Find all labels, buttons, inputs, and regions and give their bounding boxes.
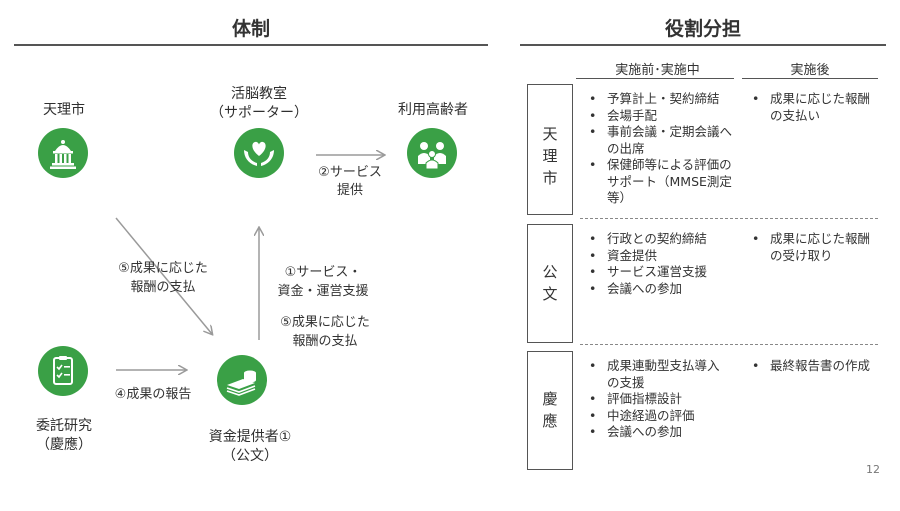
left-title-rule: [14, 44, 488, 46]
column-header-before-rule: [576, 78, 734, 79]
edge-reward-city-label-1: ⑤成果に応じた: [118, 261, 208, 276]
column-header-before: 実施前･実施中: [615, 63, 700, 78]
node-funder-label-2: （公文）: [222, 448, 278, 464]
node-funder-label-1: 資金提供者①: [208, 429, 292, 445]
edge-reward-classroom-label-2: 報酬の支払: [292, 334, 358, 349]
edge-support-label-1: ①サービス・: [284, 265, 362, 280]
government-building-icon: [38, 128, 88, 178]
people-group-icon: [407, 128, 457, 178]
column-header-after: 実施後: [790, 63, 830, 78]
right-title-rule: [520, 44, 886, 46]
role-list-city-before: 予算計上・契約締結 会場手配 事前会議・定期会議への出席 保健師等による評価のサ…: [589, 91, 737, 207]
left-title: 体制: [231, 18, 270, 40]
arrow-reward-city: [115, 217, 212, 334]
edge-reward-city-label-2: 報酬の支払: [130, 280, 196, 295]
org-char: 文: [542, 285, 558, 303]
list-item: 最終報告書の作成: [752, 358, 874, 375]
org-box-kumon: 公 文: [527, 224, 573, 343]
node-classroom-label-1: 活脳教室: [231, 86, 287, 102]
column-header-after-rule: [742, 78, 878, 79]
edge-report-label: ④成果の報告: [114, 387, 192, 402]
row-divider: [580, 218, 878, 219]
role-list-kumon-before: 行政との契約締結 資金提供 サービス運営支援 会議への参加: [589, 231, 719, 297]
edge-service-label-2: 提供: [336, 183, 363, 198]
page-number: 12: [866, 463, 880, 476]
diagram-arrows: [115, 0, 520, 511]
node-city-label: 天理市: [43, 102, 85, 118]
org-char: 應: [542, 412, 558, 430]
list-item: 資金提供: [589, 248, 719, 265]
list-item: 会場手配: [589, 108, 737, 125]
list-item: 会議への参加: [589, 281, 719, 298]
heart-hands-icon: [234, 128, 284, 178]
clipboard-check-icon: [38, 346, 88, 396]
org-char: 市: [542, 169, 558, 187]
org-char: 慶: [542, 390, 558, 408]
list-item: 評価指標設計: [589, 391, 729, 408]
edge-reward-classroom-label-1: ⑤成果に応じた: [280, 315, 370, 330]
list-item: 成果連動型支払導入の支援: [589, 358, 729, 391]
list-item: 中途経過の評価: [589, 408, 729, 425]
node-classroom-label-2: （サポーター）: [210, 105, 308, 121]
list-item: 事前会議・定期会議への出席: [589, 124, 737, 157]
org-char: 公: [542, 263, 558, 281]
org-char: 理: [542, 147, 558, 165]
list-item: 成果に応じた報酬の受け取り: [752, 231, 874, 264]
role-list-keio-after: 最終報告書の作成: [752, 358, 874, 375]
org-box-keio: 慶 應: [527, 351, 573, 470]
org-box-city: 天 理 市: [527, 84, 573, 215]
node-research-label-1: 委託研究: [36, 418, 92, 434]
role-list-city-after: 成果に応じた報酬の支払い: [752, 91, 874, 124]
role-list-keio-before: 成果連動型支払導入の支援 評価指標設計 中途経過の評価 会議への参加: [589, 358, 729, 441]
node-research-label-2: （慶應）: [36, 437, 92, 453]
list-item: 行政との契約締結: [589, 231, 719, 248]
edge-support-label-2: 資金・運営支援: [277, 284, 369, 299]
edge-service-label-1: ②サービス: [318, 165, 382, 180]
list-item: 保健師等による評価のサポート（MMSE測定等）: [589, 157, 737, 207]
list-item: 予算計上・契約締結: [589, 91, 737, 108]
money-stack-icon: [217, 355, 267, 405]
list-item: サービス運営支援: [589, 264, 719, 281]
list-item: 成果に応じた報酬の支払い: [752, 91, 874, 124]
list-item: 会議への参加: [589, 424, 729, 441]
org-char: 天: [542, 125, 558, 143]
node-elderly-label: 利用高齢者: [398, 102, 468, 118]
right-title: 役割分担: [664, 18, 741, 40]
role-list-kumon-after: 成果に応じた報酬の受け取り: [752, 231, 874, 264]
row-divider: [580, 344, 878, 345]
